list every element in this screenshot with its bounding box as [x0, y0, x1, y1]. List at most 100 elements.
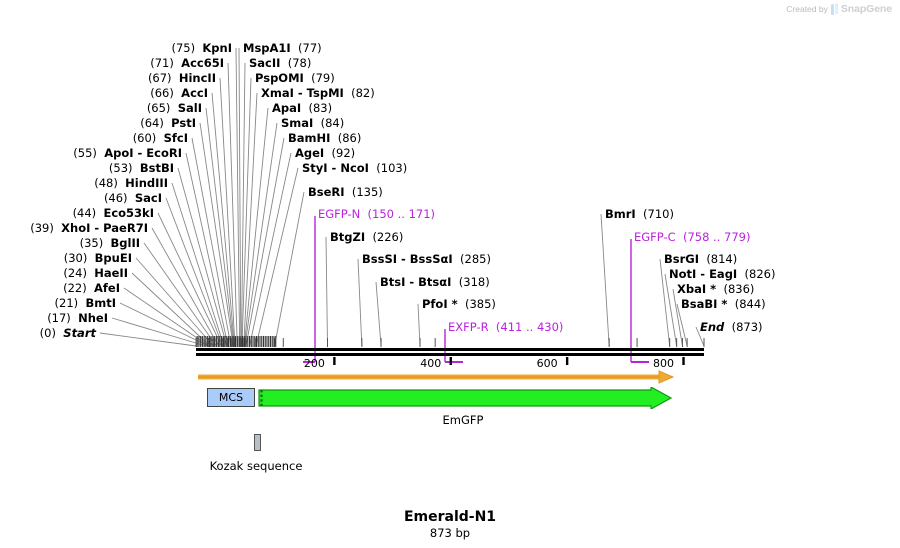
leader-acc65i: [227, 62, 238, 347]
feature-emgfp-label: EmGFP: [442, 413, 484, 427]
site-label-bseri[interactable]: BseRI (135): [308, 186, 383, 198]
leader-bseri: [274, 191, 305, 347]
site-label-agei-position: (92): [331, 146, 356, 160]
leader-bsssi: [357, 258, 363, 347]
site-label-end[interactable]: End (873): [700, 321, 763, 333]
site-label-egfp-c-name: EGFP-C: [634, 230, 676, 244]
site-label-acci[interactable]: (66) AccI: [150, 87, 208, 99]
site-label-kpni-position: (75): [171, 41, 196, 55]
leader-btgzi: [325, 236, 328, 347]
site-label-egfp-c[interactable]: EGFP-C (758 .. 779): [634, 231, 750, 243]
site-label-sali[interactable]: (65) SalI: [147, 102, 202, 114]
site-label-mspa1i-name: MspA1I: [243, 41, 291, 55]
leader-smai: [244, 122, 278, 347]
site-label-xmai[interactable]: XmaI - TspMI (82): [261, 87, 375, 99]
feature-mcs[interactable]: MCS: [207, 388, 255, 407]
site-label-bsrgi-name: BsrGI: [664, 252, 699, 266]
site-label-kpni[interactable]: (75) KpnI: [171, 42, 232, 54]
site-label-btsi[interactable]: BtsI - BtsαI (318): [380, 276, 490, 288]
leader-eco53ki: [157, 212, 223, 347]
site-label-saci[interactable]: (46) SacI: [104, 192, 162, 204]
site-label-smai[interactable]: SmaI (84): [281, 117, 344, 129]
site-label-pspomi-name: PspOMI: [255, 71, 304, 85]
site-label-bmri-position: (710): [643, 207, 674, 221]
site-label-hindiii[interactable]: (48) HindIII: [94, 177, 168, 189]
site-label-hindiii-name: HindIII: [125, 176, 168, 190]
site-label-pspomi[interactable]: PspOMI (79): [255, 72, 335, 84]
site-label-pspomi-position: (79): [311, 71, 335, 85]
site-label-styi[interactable]: StyI - NcoI (103): [302, 162, 407, 174]
site-label-acc65i[interactable]: (71) Acc65I: [150, 57, 224, 69]
site-label-bpuei-position: (30): [63, 251, 88, 265]
site-label-apoi[interactable]: (55) ApoI - EcoRI: [73, 147, 182, 159]
site-label-haeii[interactable]: (24) HaeII: [63, 267, 128, 279]
site-label-noti[interactable]: NotI - EagI (826): [669, 268, 775, 280]
site-label-eco53ki-name: Eco53kI: [103, 206, 154, 220]
site-label-bglii[interactable]: (35) BglII: [80, 237, 140, 249]
attribution-prefix: Created by: [786, 4, 828, 14]
site-label-saci-position: (46): [103, 191, 128, 205]
site-label-bseri-position: (135): [351, 185, 383, 199]
site-label-egfp-n[interactable]: EGFP-N (150 .. 171): [318, 208, 435, 220]
site-label-bsabi[interactable]: BsaBI * (844): [681, 298, 766, 310]
feature-emgfp[interactable]: [257, 387, 673, 409]
site-label-bmri-name: BmrI: [605, 207, 636, 221]
site-label-noti-name: NotI - EagI: [669, 267, 738, 281]
site-label-exfp-r-position: (411 .. 430): [495, 320, 564, 334]
site-label-bstbi[interactable]: (53) BstBI: [109, 162, 174, 174]
leader-mspa1i: [238, 47, 242, 347]
site-label-bsabi-name: BsaBI *: [681, 297, 728, 311]
site-label-agei[interactable]: AgeI (92): [295, 147, 355, 159]
site-label-bmti[interactable]: (21) BmtI: [55, 297, 116, 309]
site-label-pfoi[interactable]: PfoI * (385): [422, 298, 496, 310]
site-label-bmti-position: (21): [54, 296, 79, 310]
leader-btsi: [375, 281, 382, 347]
site-label-xhoi[interactable]: (39) XhoI - PaeR7I: [30, 222, 148, 234]
site-label-xbai-position: (836): [723, 282, 755, 296]
leader-bamhi: [245, 137, 285, 347]
leader-haeii: [131, 272, 211, 347]
leader-bpuei: [135, 257, 214, 347]
site-label-bseri-name: BseRI: [308, 185, 345, 199]
site-label-sfci[interactable]: (60) SfcI: [133, 132, 188, 144]
site-label-eco53ki[interactable]: (44) Eco53kI: [73, 207, 154, 219]
site-label-acci-name: AccI: [181, 86, 208, 100]
site-label-bsrgi-position: (814): [706, 252, 738, 266]
leader-start: [99, 332, 197, 347]
site-label-psti[interactable]: (64) PstI: [140, 117, 196, 129]
site-label-bamhi[interactable]: BamHI (86): [288, 132, 361, 144]
feature-kozak[interactable]: [254, 434, 261, 451]
site-label-bpuei[interactable]: (30) BpuEI: [64, 252, 132, 264]
site-label-btgzi[interactable]: BtgZI (226): [330, 231, 403, 243]
ruler-tick-label-400: 400: [420, 357, 442, 370]
snapgene-brand: SnapGene: [840, 3, 892, 15]
site-label-egfp-n-name: EGFP-N: [318, 207, 361, 221]
site-label-bsrgi[interactable]: BsrGI (814): [664, 253, 737, 265]
site-label-acci-position: (66): [150, 86, 174, 100]
site-label-egfp-n-position: (150 .. 171): [367, 207, 436, 221]
leader-saci: [165, 197, 224, 347]
leader-noti: [664, 273, 678, 347]
site-label-bsabi-position: (844): [734, 297, 766, 311]
site-label-exfp-r[interactable]: EXFP-R (411 .. 430): [448, 321, 563, 333]
site-label-afei-position: (22): [63, 281, 87, 295]
site-label-nhei[interactable]: (17) NheI: [47, 312, 108, 324]
site-label-afei[interactable]: (22) AfeI: [63, 282, 120, 294]
ruler-tick-label-600: 600: [536, 357, 558, 370]
site-label-nhei-name: NheI: [78, 311, 108, 325]
site-label-bmri[interactable]: BmrI (710): [605, 208, 674, 220]
site-label-egfp-c-position: (758 .. 779): [682, 230, 751, 244]
site-label-start[interactable]: (0) Start: [40, 327, 96, 339]
site-label-mspa1i[interactable]: MspA1I (77): [243, 42, 322, 54]
site-label-smai-position: (84): [320, 116, 345, 130]
site-label-btgzi-name: BtgZI: [330, 230, 366, 244]
site-label-hindiii-position: (48): [94, 176, 118, 190]
site-label-sacii[interactable]: SacII (78): [249, 57, 311, 69]
snapgene-logo-icon: [830, 3, 838, 15]
site-label-xbai[interactable]: XbaI * (836): [677, 283, 754, 295]
site-label-hincii[interactable]: (67) HincII: [148, 72, 216, 84]
translation-direction-arrow: [198, 370, 675, 384]
site-label-apai[interactable]: ApaI (83): [272, 102, 332, 114]
site-label-bsssi[interactable]: BssSI - BssSαI (285): [362, 253, 491, 265]
